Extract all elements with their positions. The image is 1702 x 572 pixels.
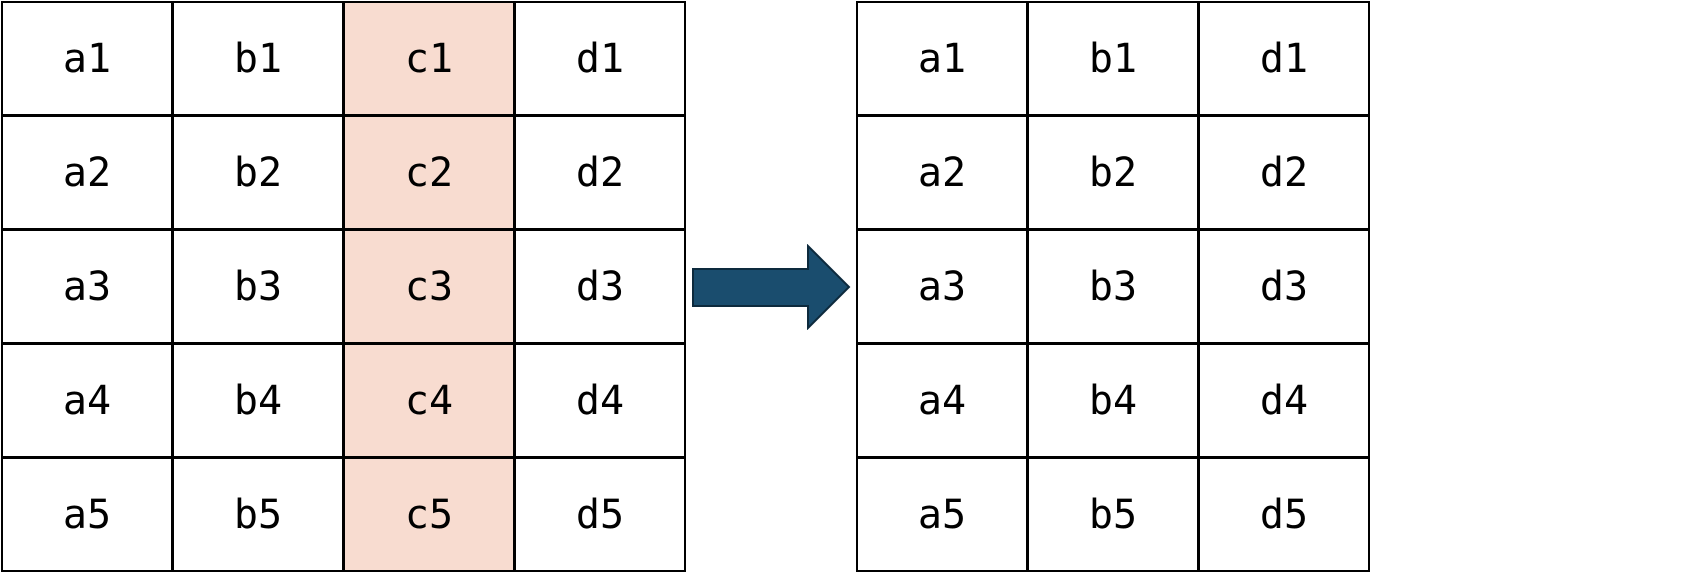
table-cell: d3 [1198,229,1370,344]
table-cell: c4 [343,343,515,458]
table-cell: d1 [514,1,686,116]
table-cell: d2 [1198,115,1370,230]
table-cell: a3 [1,229,173,344]
table-cell: a2 [1,115,173,230]
table-cell: b1 [172,1,344,116]
table-cell: b1 [1027,1,1199,116]
table-cell: a5 [856,457,1028,572]
table-cell: a4 [856,343,1028,458]
table-cell: a1 [856,1,1028,116]
table-cell: c3 [343,229,515,344]
table-cell: d5 [514,457,686,572]
table-cell: b3 [172,229,344,344]
table-cell: c5 [343,457,515,572]
table-cell: d4 [1198,343,1370,458]
table-cell: b2 [172,115,344,230]
table-cell: a3 [856,229,1028,344]
table-cell: b3 [1027,229,1199,344]
table-cell: a2 [856,115,1028,230]
table-cell: b2 [1027,115,1199,230]
table-cell: b4 [1027,343,1199,458]
table-cell: a4 [1,343,173,458]
table-cell: d5 [1198,457,1370,572]
table-cell: b5 [172,457,344,572]
table-cell: a1 [1,1,173,116]
table-cell: a5 [1,457,173,572]
table-cell: d3 [514,229,686,344]
right-arrow-icon [692,244,851,330]
table-cell: d4 [514,343,686,458]
arrow-shape [692,244,851,330]
table-cell: d2 [514,115,686,230]
table-cell: c1 [343,1,515,116]
table-cell: b5 [1027,457,1199,572]
table-cell: b4 [172,343,344,458]
table-cell: d1 [1198,1,1370,116]
table-cell: c2 [343,115,515,230]
